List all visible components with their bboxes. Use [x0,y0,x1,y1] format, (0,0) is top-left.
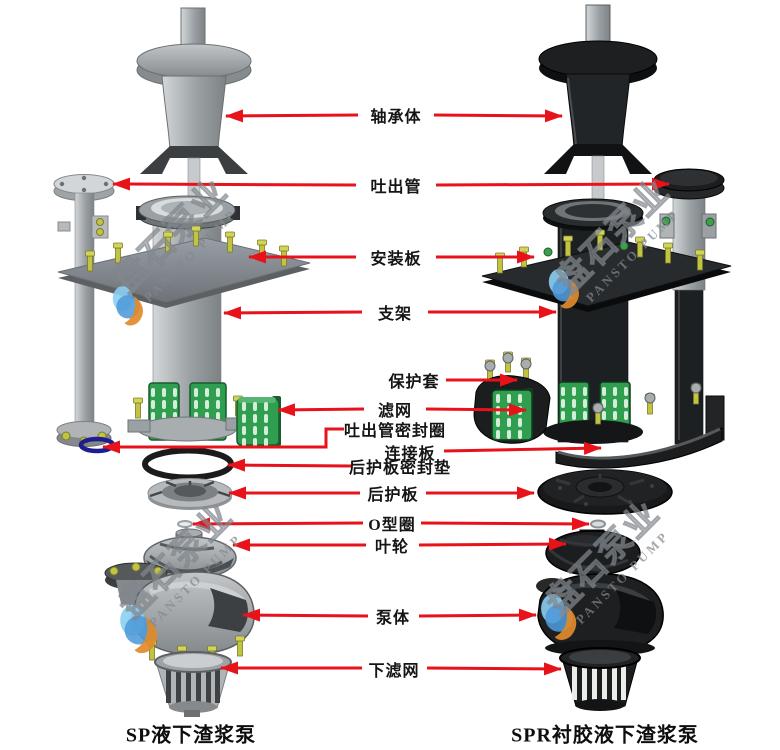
part-label-impeller: 叶轮 [374,539,410,556]
sp-bearing-body [136,7,252,205]
arrow-filter-screen-right [425,403,527,417]
part-label-bearing-body: 轴承体 [370,109,422,126]
arrow-bearing-body-left [225,109,359,123]
spr-support-assembly [481,198,732,444]
part-label-rear-guard-seal-gasket: 后护板密封垫 [348,460,452,477]
arrow-filter-screen-left [277,403,365,417]
caption-spr-pump: SPR衬胶液下渣浆泵 [511,724,699,747]
part-label-protective-sleeve: 保护套 [388,374,440,391]
arrow-impeller-right [418,537,567,551]
spr-connecting-plate [555,382,725,469]
sp-rear-guard-seal-gasket [142,447,234,481]
part-label-discharge-pipe: 吐出管 [370,179,422,196]
sp-o-ring [177,520,193,528]
sp-lower-strainer [154,651,232,717]
spr-rear-guard-plate [537,469,673,515]
arrow-discharge-pipe-right [435,177,670,191]
arrow-bearing-body-right [433,109,563,123]
sp-pump-illustration [53,7,311,717]
arrow-rear-guard-gasket-left [227,458,353,472]
part-label-mounting-plate: 安装板 [370,251,422,268]
sp-strainer-panel [236,396,281,447]
part-label-lower-strainer: 下滤网 [368,663,420,680]
annotation-arrows [102,109,670,676]
caption-sp-pump: SP液下渣浆泵 [125,724,257,747]
arrow-o-ring-left [192,517,364,531]
arrow-discharge-pipe-left [112,177,357,191]
arrow-discharge-seal-ring-left [102,427,344,454]
arrow-bracket-left [223,306,363,320]
arrow-connecting-plate-right [443,441,602,455]
spr-impeller [545,529,641,576]
spr-o-ring [590,519,606,529]
part-label-o-ring: O型圈 [368,517,416,534]
spr-pump-illustration [473,4,732,711]
part-label-rear-guard-plate: 后护板 [367,487,419,504]
sp-discharge-pipe [53,174,115,447]
arrow-lower-strainer-right [426,662,562,676]
part-label-connecting-plate: 连接板 [384,446,436,463]
spr-protective-sleeve [473,351,551,444]
arrow-pump-body-left [242,608,369,622]
sp-mounting-plate [57,237,311,303]
part-label-bracket: 支架 [377,306,413,323]
arrow-o-ring-right [420,517,590,531]
sp-rear-guard-plate [147,478,233,510]
part-label-discharge-pipe-seal-ring: 吐出管密封圈 [343,423,447,440]
arrow-pump-body-right [418,608,537,622]
part-label-filter-screen: 滤网 [377,403,413,420]
spr-lower-strainer [559,647,641,711]
spr-bearing-body [538,4,658,205]
part-label-pump-body: 泵体 [375,610,411,627]
